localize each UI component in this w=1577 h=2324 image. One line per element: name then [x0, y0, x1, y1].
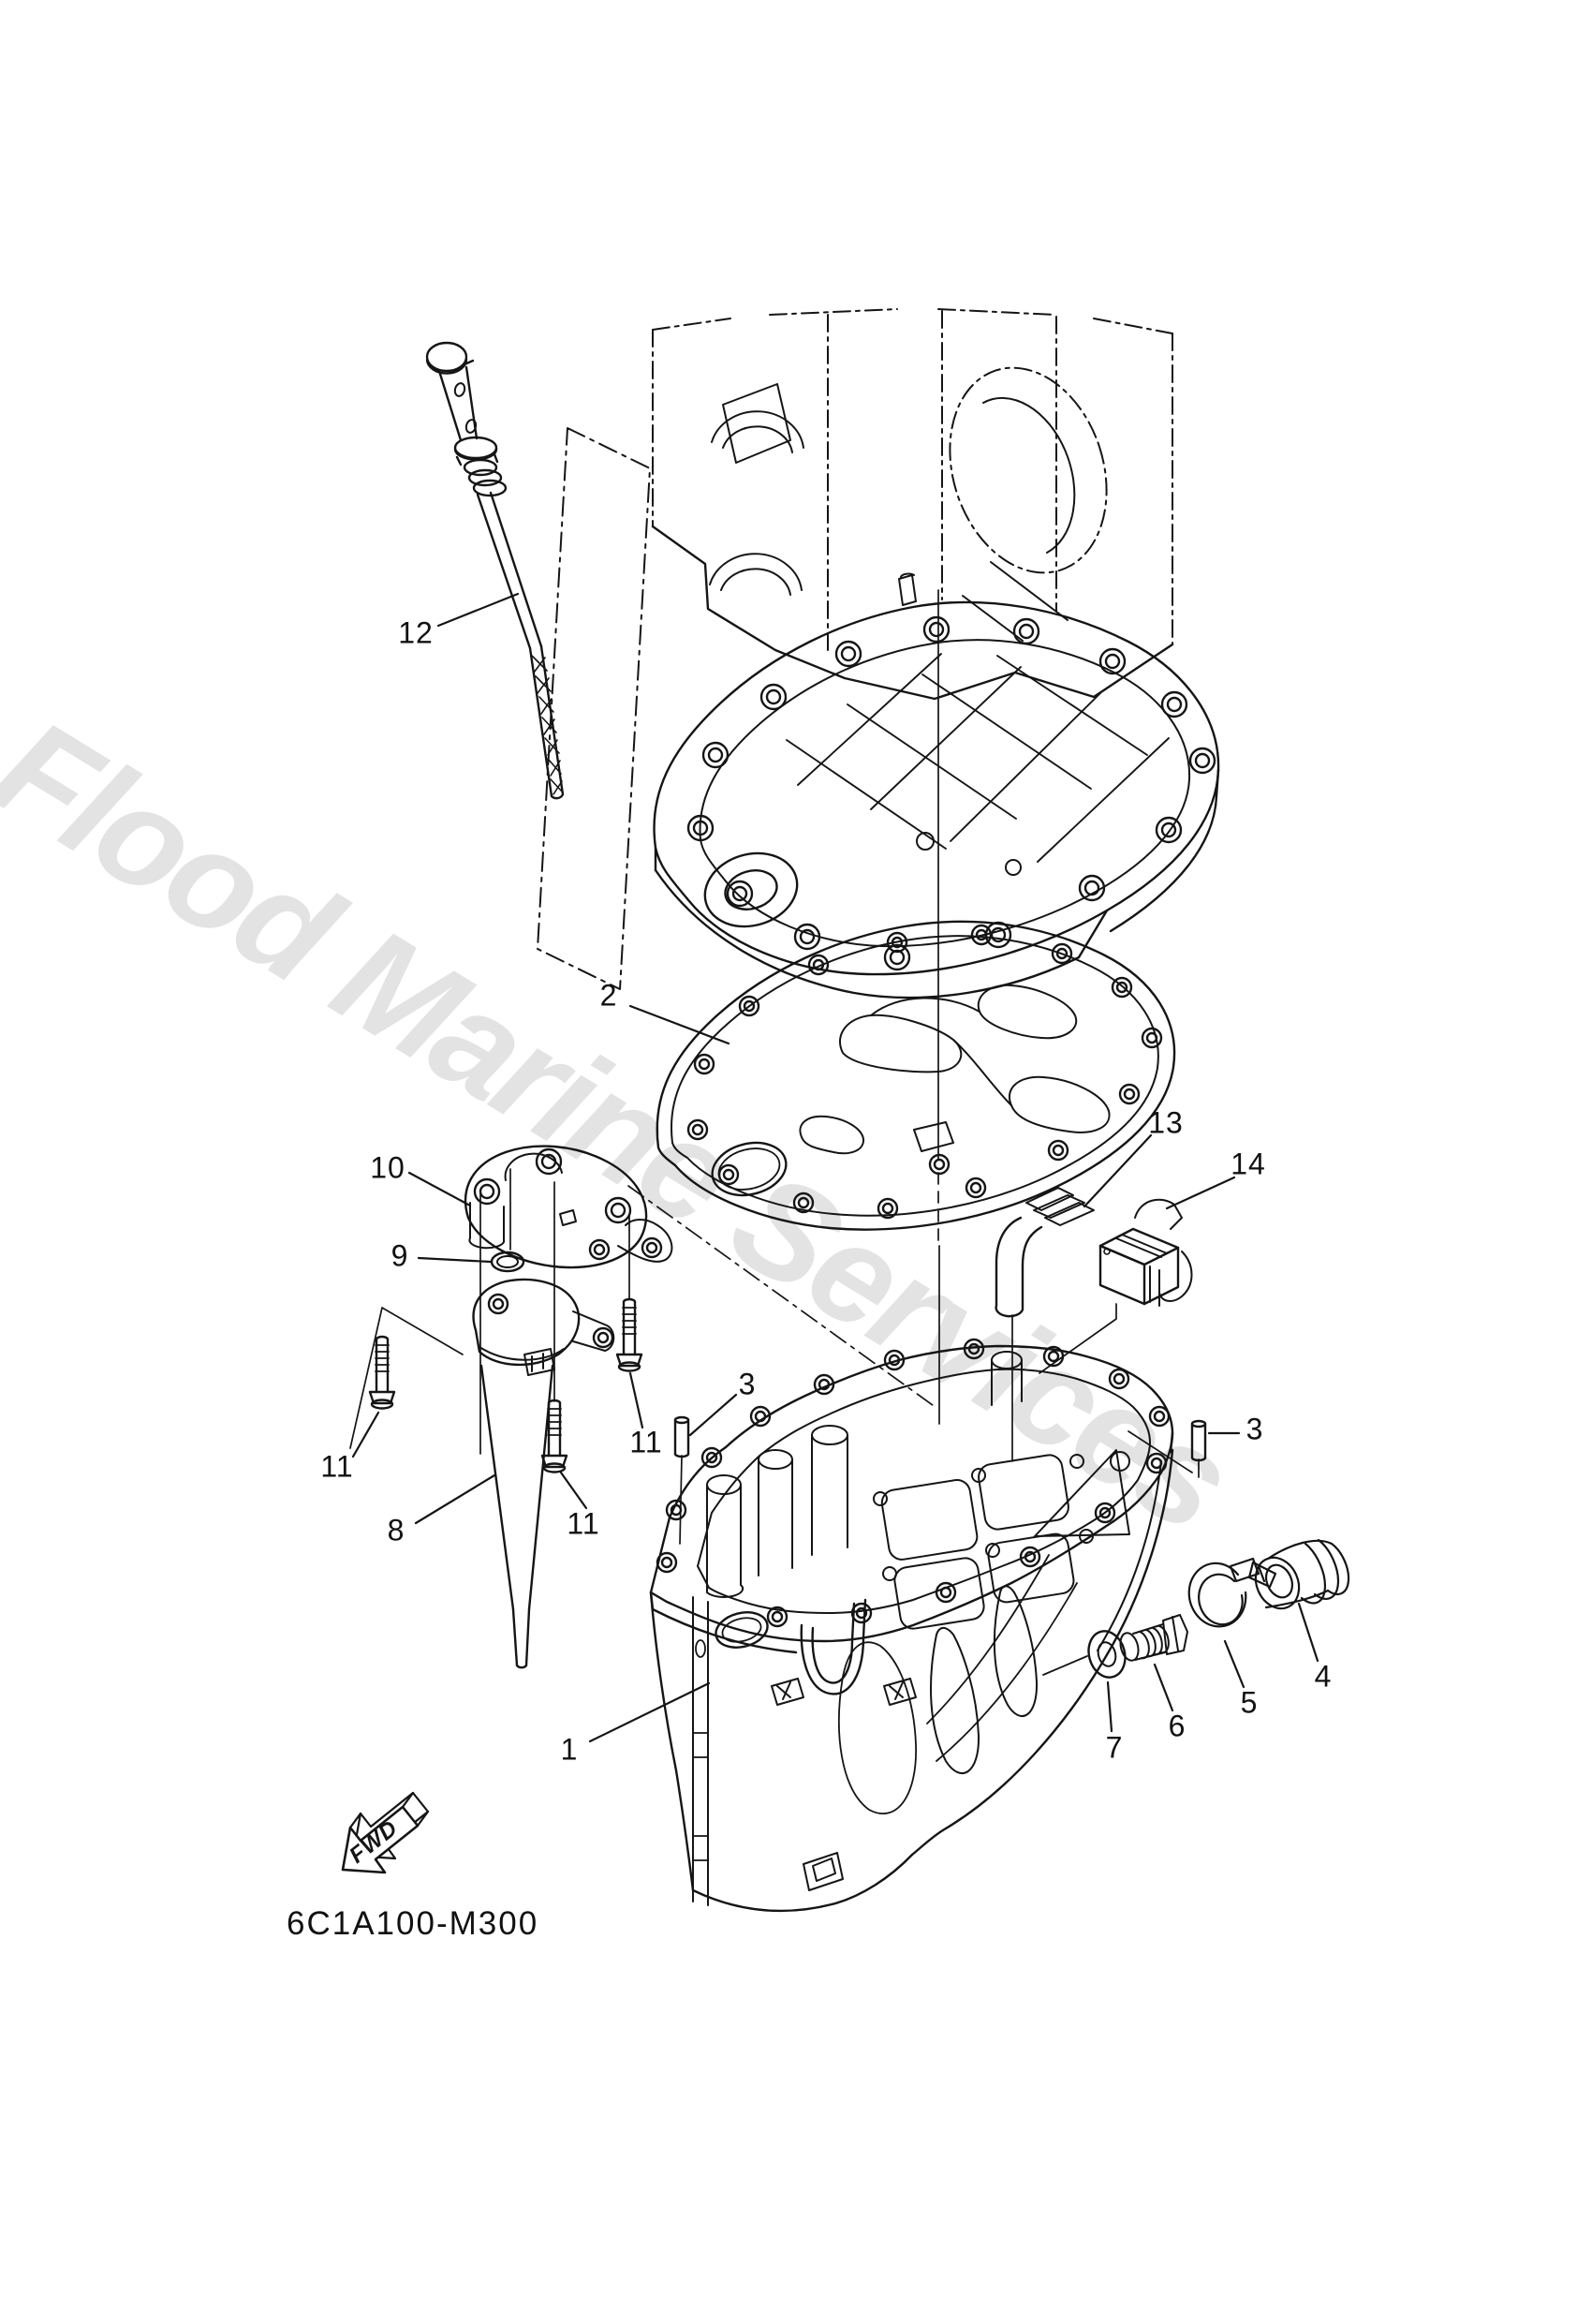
dowel-pin-drawing: [349, 1307, 1207, 1545]
breather-pipe-drawing: [995, 1187, 1095, 1462]
section-plane-lines: [537, 427, 651, 990]
fitting-drawing: [1254, 1538, 1350, 1610]
leader-line-12-0: [436, 592, 520, 628]
leader-line-11-6: [559, 1471, 588, 1510]
drawing-code: 6C1A100-M300: [287, 1905, 539, 1942]
leader-line-11-4: [351, 1411, 380, 1458]
callout-label-9-3: 9: [391, 1238, 409, 1273]
leader-line-13-9: [1083, 1133, 1153, 1208]
callout-label-12-0: 12: [398, 615, 434, 650]
washer-drawing: [1042, 1630, 1127, 1679]
leader-line-11-7: [628, 1371, 644, 1429]
callout-label-13-9: 13: [1148, 1105, 1184, 1140]
callout-label-1-12: 1: [560, 1732, 579, 1767]
callout-label-10-2: 10: [370, 1150, 405, 1185]
callout-label-7-13: 7: [1105, 1730, 1124, 1765]
callout-label-11-6: 11: [567, 1506, 600, 1541]
leader-line-7-13: [1106, 1680, 1113, 1733]
leader-line-2-1: [628, 1004, 730, 1045]
callout-label-3-8: 3: [738, 1367, 757, 1401]
leader-line-1-12: [588, 1681, 711, 1743]
clamp-drawing: [1187, 1557, 1277, 1628]
callout-label-14-10: 14: [1231, 1147, 1266, 1181]
crankcase-phantom-drawing: [651, 308, 1174, 701]
callout-label-3-11: 3: [1245, 1412, 1264, 1446]
callout-label-5-15: 5: [1240, 1685, 1259, 1720]
o-ring-drawing: [490, 1251, 525, 1273]
fwd-arrow-icon: FWD: [341, 1791, 430, 1874]
callout-label-4-16: 4: [1314, 1659, 1333, 1694]
oil-pump-drawing: [464, 1145, 673, 1269]
dipstick-drawing: [425, 341, 565, 800]
drain-plug-drawing: [1119, 1614, 1188, 1662]
leader-line-3-8: [688, 1393, 738, 1437]
oil-pan-drawing: [649, 1338, 1174, 1913]
oil-strainer-drawing: [472, 1278, 615, 1669]
pipe-holder-drawing: [1039, 1198, 1193, 1374]
callout-leader-lines: [351, 592, 1319, 1743]
leader-line-10-2: [407, 1171, 472, 1207]
leader-line-14-10: [1165, 1176, 1236, 1210]
callout-label-11-4: 11: [320, 1449, 354, 1484]
leader-line-4-16: [1297, 1602, 1319, 1663]
callout-label-11-7: 11: [629, 1425, 663, 1459]
leader-line-5-15: [1223, 1639, 1245, 1689]
callout-label-8-5: 8: [387, 1513, 405, 1547]
callout-label-6-14: 6: [1168, 1709, 1186, 1743]
upper-casing-drawing: [653, 572, 1220, 999]
leader-line-8-5: [414, 1473, 496, 1525]
leader-line-9-3: [417, 1256, 493, 1264]
callout-label-2-1: 2: [599, 978, 618, 1013]
leader-line-6-14: [1153, 1663, 1174, 1712]
gasket-drawing: [656, 920, 1176, 1231]
